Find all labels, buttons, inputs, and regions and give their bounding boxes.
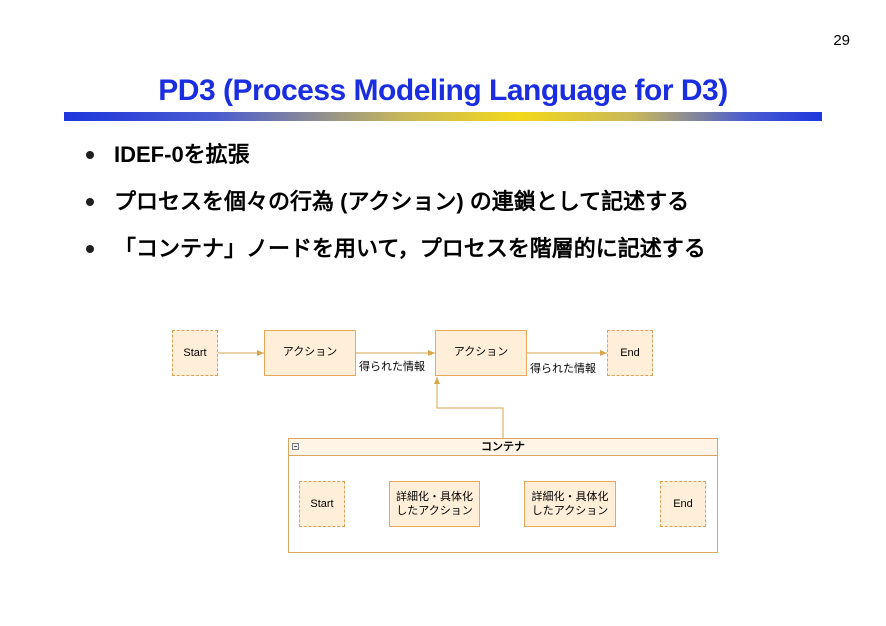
- bullet-text: IDEF-0を拡張: [114, 142, 250, 167]
- collapse-icon[interactable]: [292, 443, 299, 450]
- action-node-1: アクション: [264, 330, 356, 376]
- bullet-item: IDEF-0を拡張: [84, 138, 706, 185]
- bullet-dot-icon: [86, 151, 94, 159]
- bullet-dot-icon: [86, 245, 94, 253]
- container-header: コンテナ: [289, 439, 717, 456]
- info-label-1: 得られた情報: [358, 358, 426, 374]
- title-underline: [64, 112, 822, 121]
- container-title: コンテナ: [481, 441, 525, 453]
- bullet-dot-icon: [86, 198, 94, 206]
- bullet-text: 「コンテナ」ノードを用いて，プロセスを階層的に記述する: [114, 236, 706, 261]
- bullet-list: IDEF-0を拡張 プロセスを個々の行為 (アクション) の連鎖として記述する …: [84, 138, 706, 279]
- detail-action-node-2: 詳細化・具体化 したアクション: [524, 481, 616, 527]
- bullet-text: プロセスを個々の行為 (アクション) の連鎖として記述する: [114, 189, 690, 214]
- info-label-2: 得られた情報: [529, 360, 597, 376]
- inner-end-node: End: [660, 481, 706, 527]
- detail-action-node-1: 詳細化・具体化 したアクション: [389, 481, 480, 527]
- page-number: 29: [833, 32, 850, 49]
- edge-container-to-action2: [434, 377, 504, 438]
- action-node-2: アクション: [435, 330, 527, 376]
- start-node: Start: [172, 330, 218, 376]
- container-node: コンテナ: [288, 438, 718, 553]
- slide-title: PD3 (Process Modeling Language for D3): [158, 74, 728, 107]
- bullet-item: プロセスを個々の行為 (アクション) の連鎖として記述する: [84, 185, 706, 232]
- bullet-item: 「コンテナ」ノードを用いて，プロセスを階層的に記述する: [84, 232, 706, 279]
- end-node: End: [607, 330, 653, 376]
- inner-start-node: Start: [299, 481, 345, 527]
